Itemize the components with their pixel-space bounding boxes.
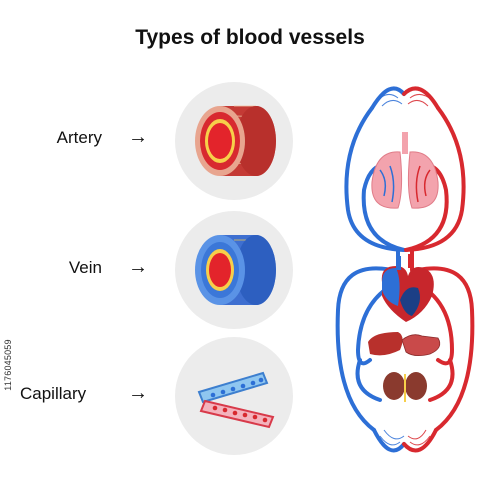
side-id-text: 1176045059 [3,339,13,391]
artery-cross-section-icon [195,105,276,176]
capillary-icon [197,371,275,429]
circulatory-system-icon [335,86,475,453]
liver-icon [368,332,441,356]
capillary-circle [175,337,293,455]
lungs-icon [371,132,439,209]
heart-icon [381,254,434,322]
vein-cross-section-icon [195,235,276,305]
capillary-arrow: → [128,382,148,404]
artery-arrow: → [128,126,148,148]
capillary-label: Capillary [20,384,87,403]
vein-label: Vein [68,258,102,277]
vein-arrow: → [128,256,148,278]
kidneys-icon [383,372,427,402]
diagram-title: Types of blood vessels [135,26,365,49]
artery-label: Artery [56,128,102,147]
